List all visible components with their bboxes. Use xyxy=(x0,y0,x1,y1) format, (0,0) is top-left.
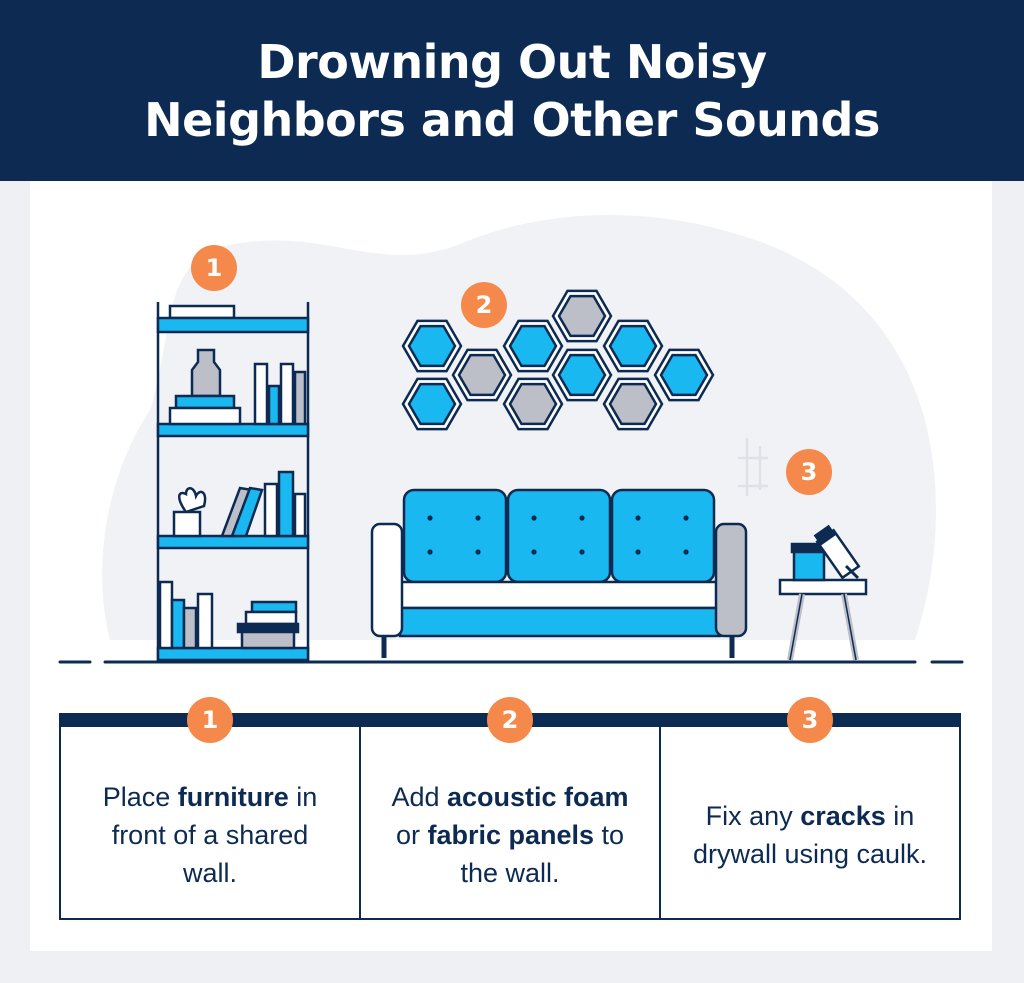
marker-panels: 2 xyxy=(461,282,507,328)
title-line-2: Neighbors and Other Sounds xyxy=(144,92,880,147)
hexagon-panel xyxy=(608,382,658,426)
bookshelf xyxy=(156,302,310,662)
step-3-number: 3 xyxy=(787,697,833,743)
step-2-number: 2 xyxy=(487,697,533,743)
marker-crack: 3 xyxy=(786,449,832,495)
step-text-part: to the wall. xyxy=(460,819,625,888)
hexagon-panel xyxy=(508,382,558,426)
step-text-part: Place xyxy=(102,781,178,812)
step-text-part: or xyxy=(395,819,428,850)
step-text-part: fabric panels xyxy=(427,819,595,850)
title-line-1: Drowning Out Noisy xyxy=(257,34,767,89)
step-text-part: in front of a shared wall. xyxy=(111,781,318,888)
hexagon-panel xyxy=(407,382,457,426)
step-3-text: Fix any cracks in drywall using caulk. xyxy=(687,797,933,873)
hexagon-panel xyxy=(659,353,709,397)
caulk-tube-icon xyxy=(790,524,861,582)
acoustic-panels xyxy=(401,289,715,431)
hexagon-panel xyxy=(457,353,507,397)
hexagon-panel xyxy=(508,324,558,368)
marker-bookshelf: 1 xyxy=(191,245,237,291)
page-title: Drowning Out Noisy Neighbors and Other S… xyxy=(144,33,880,149)
step-text-part: furniture xyxy=(177,781,289,812)
hexagon-panel xyxy=(557,353,607,397)
step-1-number: 1 xyxy=(187,697,233,743)
wall-crack-icon xyxy=(738,438,768,496)
steps-table: 1 Place furniture in front of a shared w… xyxy=(59,697,961,920)
step-3: 3 Fix any cracks in drywall using caulk. xyxy=(659,697,959,918)
step-2: 2 Add acoustic foam or fabric panels to … xyxy=(359,697,659,918)
step-2-text: Add acoustic foam or fabric panels to th… xyxy=(387,778,633,892)
step-text-part: in drywall using caulk. xyxy=(692,800,928,869)
step-1: 1 Place furniture in front of a shared w… xyxy=(61,697,359,918)
header-banner: Drowning Out Noisy Neighbors and Other S… xyxy=(0,0,1024,181)
step-text-part: cracks xyxy=(800,800,886,831)
step-text-part: acoustic foam xyxy=(446,781,629,812)
hexagon-panel xyxy=(557,294,607,338)
sofa xyxy=(370,488,748,658)
side-table xyxy=(778,578,868,661)
step-text-part: Add xyxy=(391,781,447,812)
step-text-part: Fix any xyxy=(705,800,801,831)
step-1-text: Place furniture in front of a shared wal… xyxy=(87,778,333,892)
hexagon-panel xyxy=(608,324,658,368)
hexagon-panel xyxy=(407,324,457,368)
